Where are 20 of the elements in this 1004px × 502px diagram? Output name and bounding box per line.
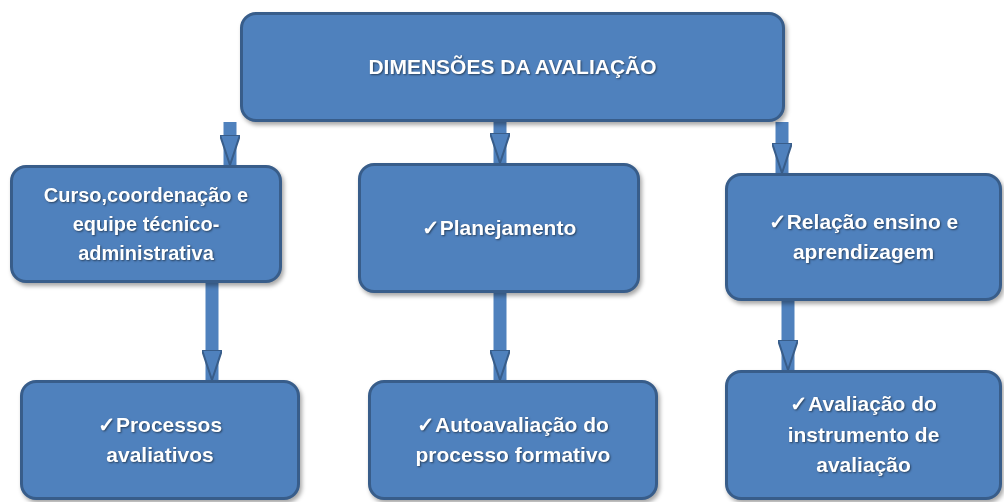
node-label: ✓Avaliação do instrumento de avaliação	[786, 391, 941, 479]
process-box	[368, 380, 658, 500]
process-box	[10, 165, 282, 283]
node-label: ✓Processos avaliativos	[96, 411, 224, 468]
process-box	[725, 370, 1002, 500]
process-box	[358, 163, 640, 293]
process-box	[725, 173, 1002, 301]
process-box	[20, 380, 300, 500]
process-box	[240, 12, 785, 122]
block-arrow	[489, 122, 511, 164]
block-arrow	[777, 301, 799, 371]
node-label: ✓Relação ensino e aprendizagem	[767, 208, 960, 265]
block-arrow	[219, 122, 241, 166]
block-arrow	[771, 122, 793, 174]
node-label: Curso,coordenação e equipe técnico-administrativa	[42, 182, 250, 266]
node-label: DIMENSÕES DA AVALIAÇÃO	[368, 53, 657, 80]
block-arrow	[489, 293, 511, 381]
node-label: ✓Autoavaliação do processo formativo	[414, 411, 612, 468]
node-label: ✓Planejamento	[421, 214, 577, 241]
block-arrow	[201, 283, 223, 381]
